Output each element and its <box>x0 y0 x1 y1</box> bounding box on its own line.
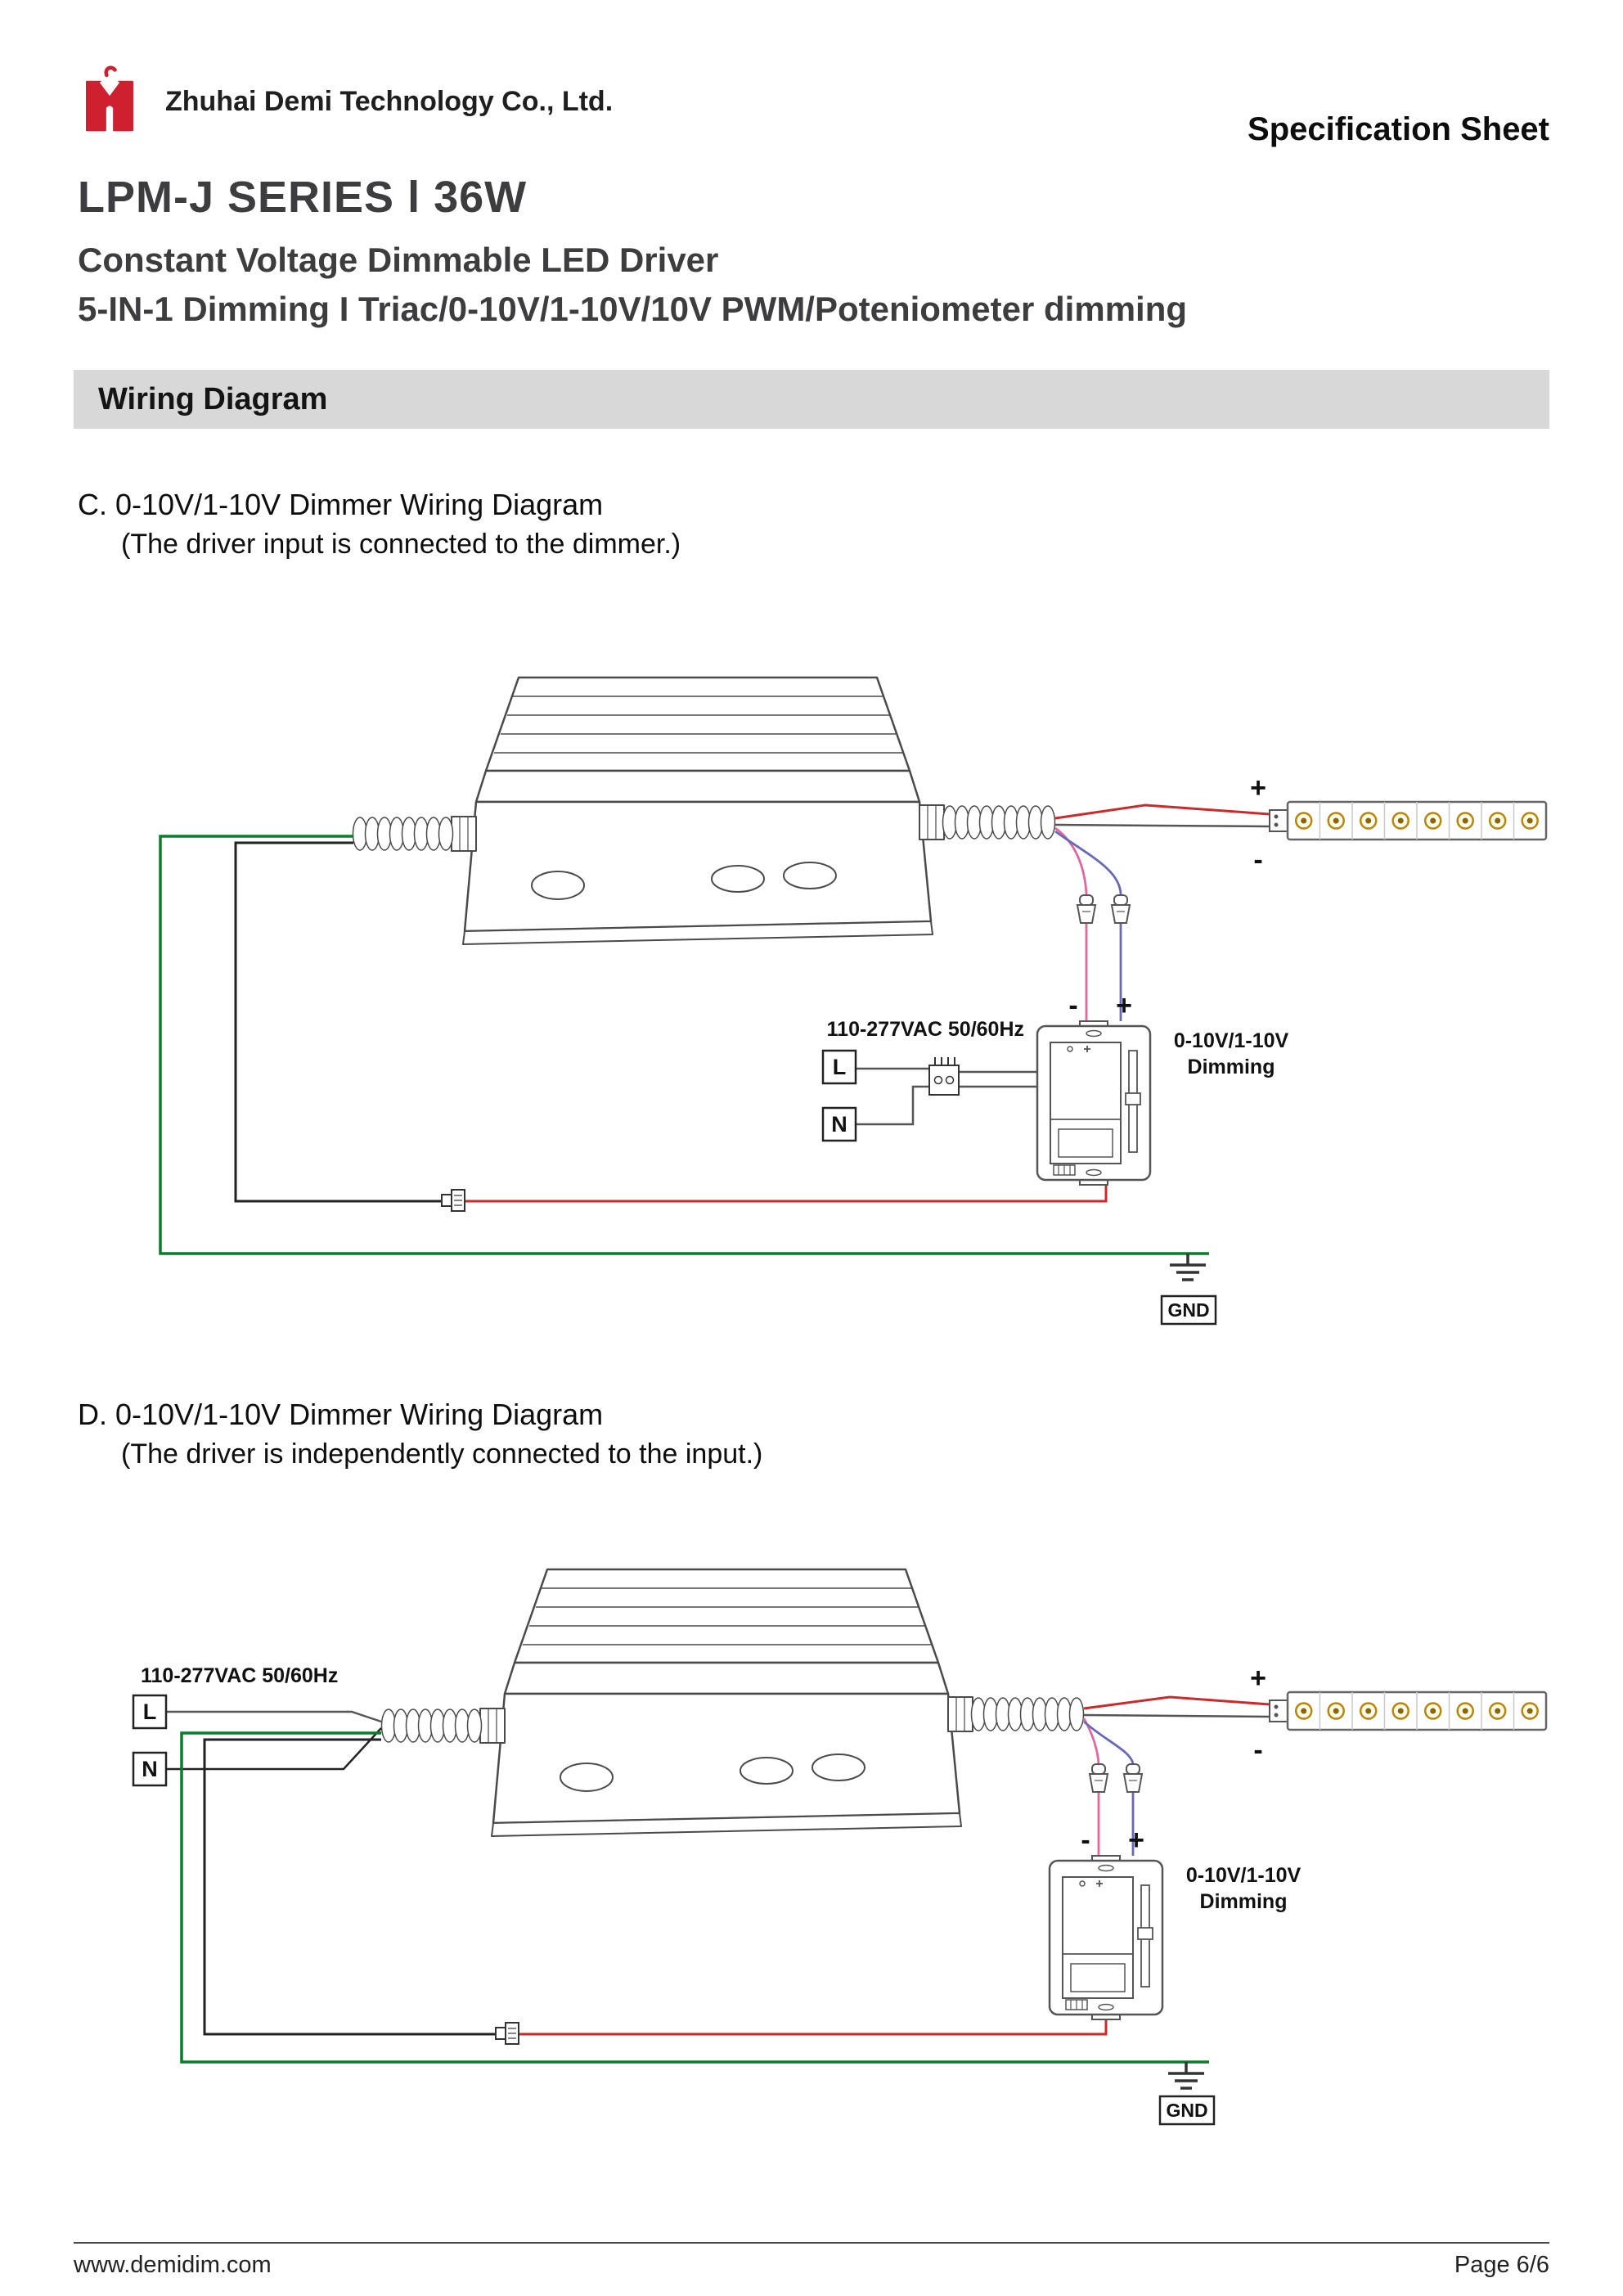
footer-website: www.demidim.com <box>74 2252 272 2278</box>
live-terminal-box <box>132 1694 168 1730</box>
dim-minus-wire <box>1054 830 1122 1021</box>
led-negative-wire <box>1054 823 1270 828</box>
neutral-terminal-label: N <box>831 1112 847 1137</box>
neutral-terminal-box <box>132 1751 168 1787</box>
live-terminal-label: L <box>143 1699 157 1724</box>
diagram-d-heading: D. 0-10V/1-10V Dimmer Wiring Diagram <box>78 1398 604 1431</box>
brand-header: Zhuhai Demi Technology Co., Ltd. <box>72 64 613 139</box>
product-dimming-modes: 5-IN-1 Dimming I Triac/0-10V/1-10V/10V P… <box>78 290 1188 328</box>
gnd-label: GND <box>1167 1299 1209 1321</box>
wire-connector <box>1123 1763 1143 1793</box>
gnd-box <box>1160 1294 1217 1326</box>
company-logo-icon <box>86 65 133 132</box>
gnd-label: GND <box>1166 2100 1207 2121</box>
live-terminal-label: L <box>833 1055 847 1079</box>
wire-connector <box>1089 1763 1108 1793</box>
diagram-c-heading: C. 0-10V/1-10V Dimmer Wiring Diagram <box>78 488 604 521</box>
dimmer-plus-label: + <box>1128 1825 1144 1856</box>
footer-divider <box>74 2242 1549 2244</box>
inline-connector <box>441 1189 465 1212</box>
input-neutral-wire <box>203 1738 496 2036</box>
dimmer-plus-label: + <box>1116 990 1132 1021</box>
section-header-wiring-diagram: Wiring Diagram <box>74 370 1549 429</box>
earth-ground-symbol <box>1168 1252 1207 1281</box>
dim-plus-wire <box>1054 826 1088 1021</box>
neutral-feed-line <box>166 1727 382 1771</box>
product-title: LPM-J SERIES l 36W <box>78 173 528 222</box>
earth-ground-symbol <box>1167 2060 1206 2090</box>
dimmer-minus-label: - <box>1081 1825 1090 1856</box>
neutral-feed-line <box>856 1085 929 1126</box>
strip-minus-label: - <box>1253 844 1262 876</box>
led-driver <box>380 1568 1085 1838</box>
led-driver <box>352 676 1056 946</box>
wiring-diagram-d: 110-277VAC 50/60Hz L N + - - + 0-10V/1-1… <box>132 1568 1548 2126</box>
led-strip <box>1268 800 1548 841</box>
live-feed-line <box>166 1710 382 1723</box>
wire-connector <box>1111 894 1131 924</box>
company-name: Zhuhai Demi Technology Co., Ltd. <box>165 85 614 117</box>
led-negative-wire <box>1083 1713 1270 1718</box>
ground-wire <box>159 835 1209 1255</box>
terminal-block <box>928 1056 960 1096</box>
led-positive-wire <box>1054 804 1270 820</box>
wire-connector <box>1077 894 1096 924</box>
dimming-label-line2: Dimming <box>1188 1056 1275 1078</box>
dimming-label-line1: 0-10V/1-10V <box>1174 1029 1289 1052</box>
diagram-d-note: (The driver is independently connected t… <box>121 1438 763 1470</box>
doc-type-label: Specification Sheet <box>1248 111 1549 147</box>
gnd-box <box>1158 2095 1216 2126</box>
neutral-terminal-box <box>821 1106 857 1142</box>
switched-live-wire <box>517 2019 1108 2036</box>
vac-label: 110-277VAC 50/60Hz <box>827 1018 1024 1041</box>
ground-wire <box>180 1731 1209 2064</box>
led-positive-wire <box>1083 1695 1270 1710</box>
footer: www.demidim.com Page 6/6 <box>74 2252 1549 2279</box>
vac-label: 110-277VAC 50/60Hz <box>141 1664 338 1687</box>
neutral-terminal-label: N <box>142 1757 158 1781</box>
wiring-diagram-c: 110-277VAC 50/60Hz L N + - - + 0-10V/1-1… <box>159 676 1548 1326</box>
section-title: Wiring Diagram <box>98 381 328 416</box>
footer-page-number: Page 6/6 <box>1454 2252 1549 2278</box>
dimmer-minus-label: - <box>1068 990 1077 1021</box>
strip-plus-label: + <box>1250 772 1266 804</box>
strip-minus-label: - <box>1253 1735 1262 1766</box>
live-terminal-box <box>821 1049 857 1085</box>
led-strip <box>1268 1690 1548 1731</box>
switched-live-wire <box>463 1185 1108 1203</box>
strip-plus-label: + <box>1250 1663 1266 1694</box>
input-neutral-wire <box>234 841 442 1203</box>
diagram-c-note: (The driver input is connected to the di… <box>121 529 681 560</box>
product-subtitle: Constant Voltage Dimmable LED Driver <box>78 241 719 279</box>
inline-connector <box>495 2022 519 2045</box>
dim-minus-wire <box>1083 1720 1135 1856</box>
dimming-label-line2: Dimming <box>1200 1890 1288 1913</box>
dimmer-switch <box>1048 1854 1164 2021</box>
dimmer-switch <box>1036 1020 1152 1186</box>
dimming-label-line1: 0-10V/1-10V <box>1186 1864 1302 1887</box>
